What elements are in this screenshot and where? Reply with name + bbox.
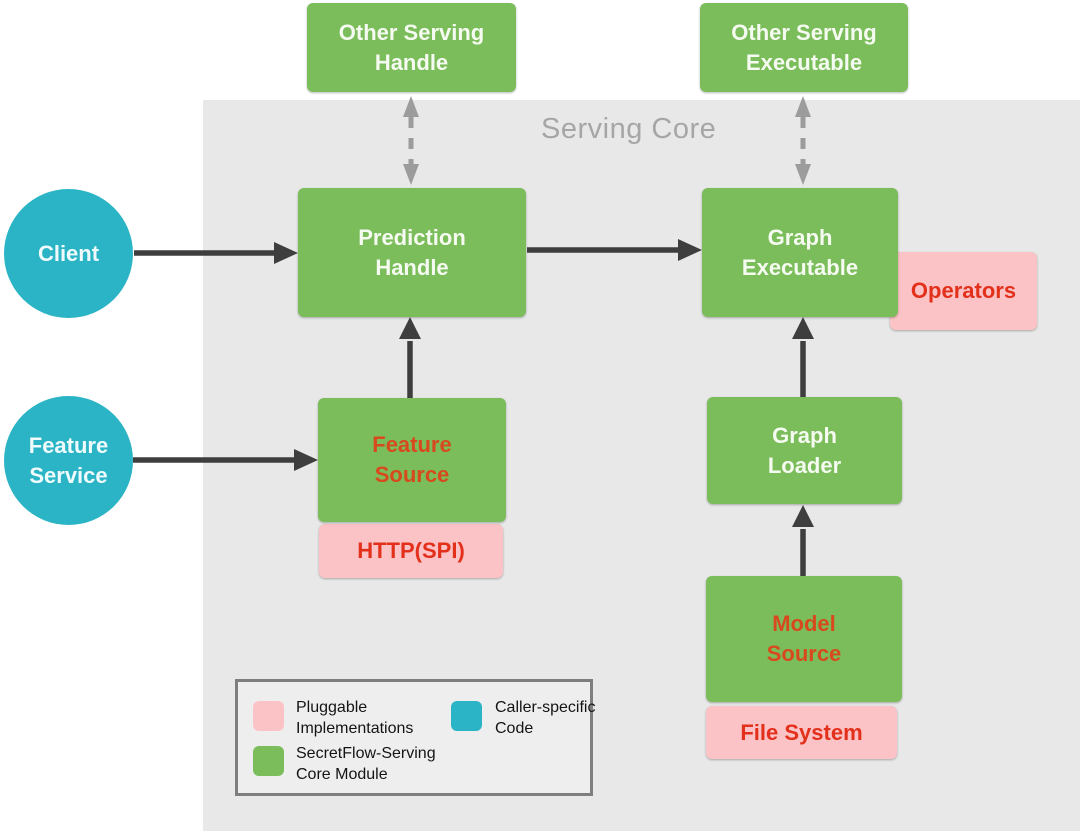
node-http-spi: HTTP(SPI) [319, 524, 503, 578]
serving-core-title: Serving Core [541, 113, 717, 145]
node-label-line: Source [374, 462, 450, 487]
node-label-line: Other Serving [338, 19, 485, 45]
node-prediction-handle: Prediction Handle [298, 188, 526, 317]
node-other-serving-handle: Other Serving Handle [307, 3, 516, 92]
node-label-line: Source [766, 641, 842, 666]
node-label-line: Graph [772, 422, 837, 448]
node-label-line: Prediction [358, 224, 466, 250]
legend-label-line: Implementations [296, 720, 414, 737]
node-label-line: Operators [910, 278, 1017, 303]
node-label-line: Graph [767, 224, 833, 250]
legend-label-line: SecretFlow-Serving [296, 745, 436, 762]
node-label-line: Executable [741, 254, 859, 280]
legend-label-line: Code [495, 720, 534, 737]
node-label-line: Loader [767, 452, 842, 478]
node-feature-service: Feature Service [4, 396, 133, 525]
node-label-line: Handle [374, 49, 449, 75]
legend-swatch-core-module [253, 746, 284, 776]
node-label-line: Model [772, 611, 836, 636]
legend-label-line: Caller-specific [495, 699, 596, 716]
node-feature-source: Feature Source [318, 398, 506, 522]
node-graph-loader: Graph Loader [707, 397, 902, 504]
node-label-line: Feature [372, 432, 452, 457]
legend: Pluggable Implementations Caller-specifi… [235, 679, 595, 796]
legend-swatch-caller-specific [451, 701, 482, 731]
node-label-line: Other Serving [731, 19, 877, 45]
node-file-system: File System [706, 706, 897, 759]
legend-label-line: Pluggable [296, 699, 368, 716]
node-label-line: Service [29, 462, 108, 488]
legend-swatch-pluggable [253, 701, 284, 731]
node-label-line: Executable [745, 49, 863, 75]
legend-label-line: Core Module [296, 766, 388, 783]
node-label-line: HTTP(SPI) [357, 538, 465, 563]
node-model-source: Model Source [706, 576, 902, 702]
node-label-line: File System [740, 719, 863, 745]
node-label-line: Feature [28, 432, 109, 458]
legend-label-caller-specific: Caller-specific Code [495, 697, 595, 739]
node-label-line: Handle [375, 254, 449, 280]
node-operators: Operators [890, 252, 1037, 330]
node-other-serving-executable: Other Serving Executable [700, 3, 908, 92]
node-label-line: Client [37, 240, 100, 266]
legend-label-core-module: SecretFlow-Serving Core Module [296, 743, 436, 785]
legend-label-pluggable: Pluggable Implementations [296, 697, 413, 739]
node-graph-executable: Graph Executable [702, 188, 898, 317]
node-client: Client [4, 189, 133, 318]
